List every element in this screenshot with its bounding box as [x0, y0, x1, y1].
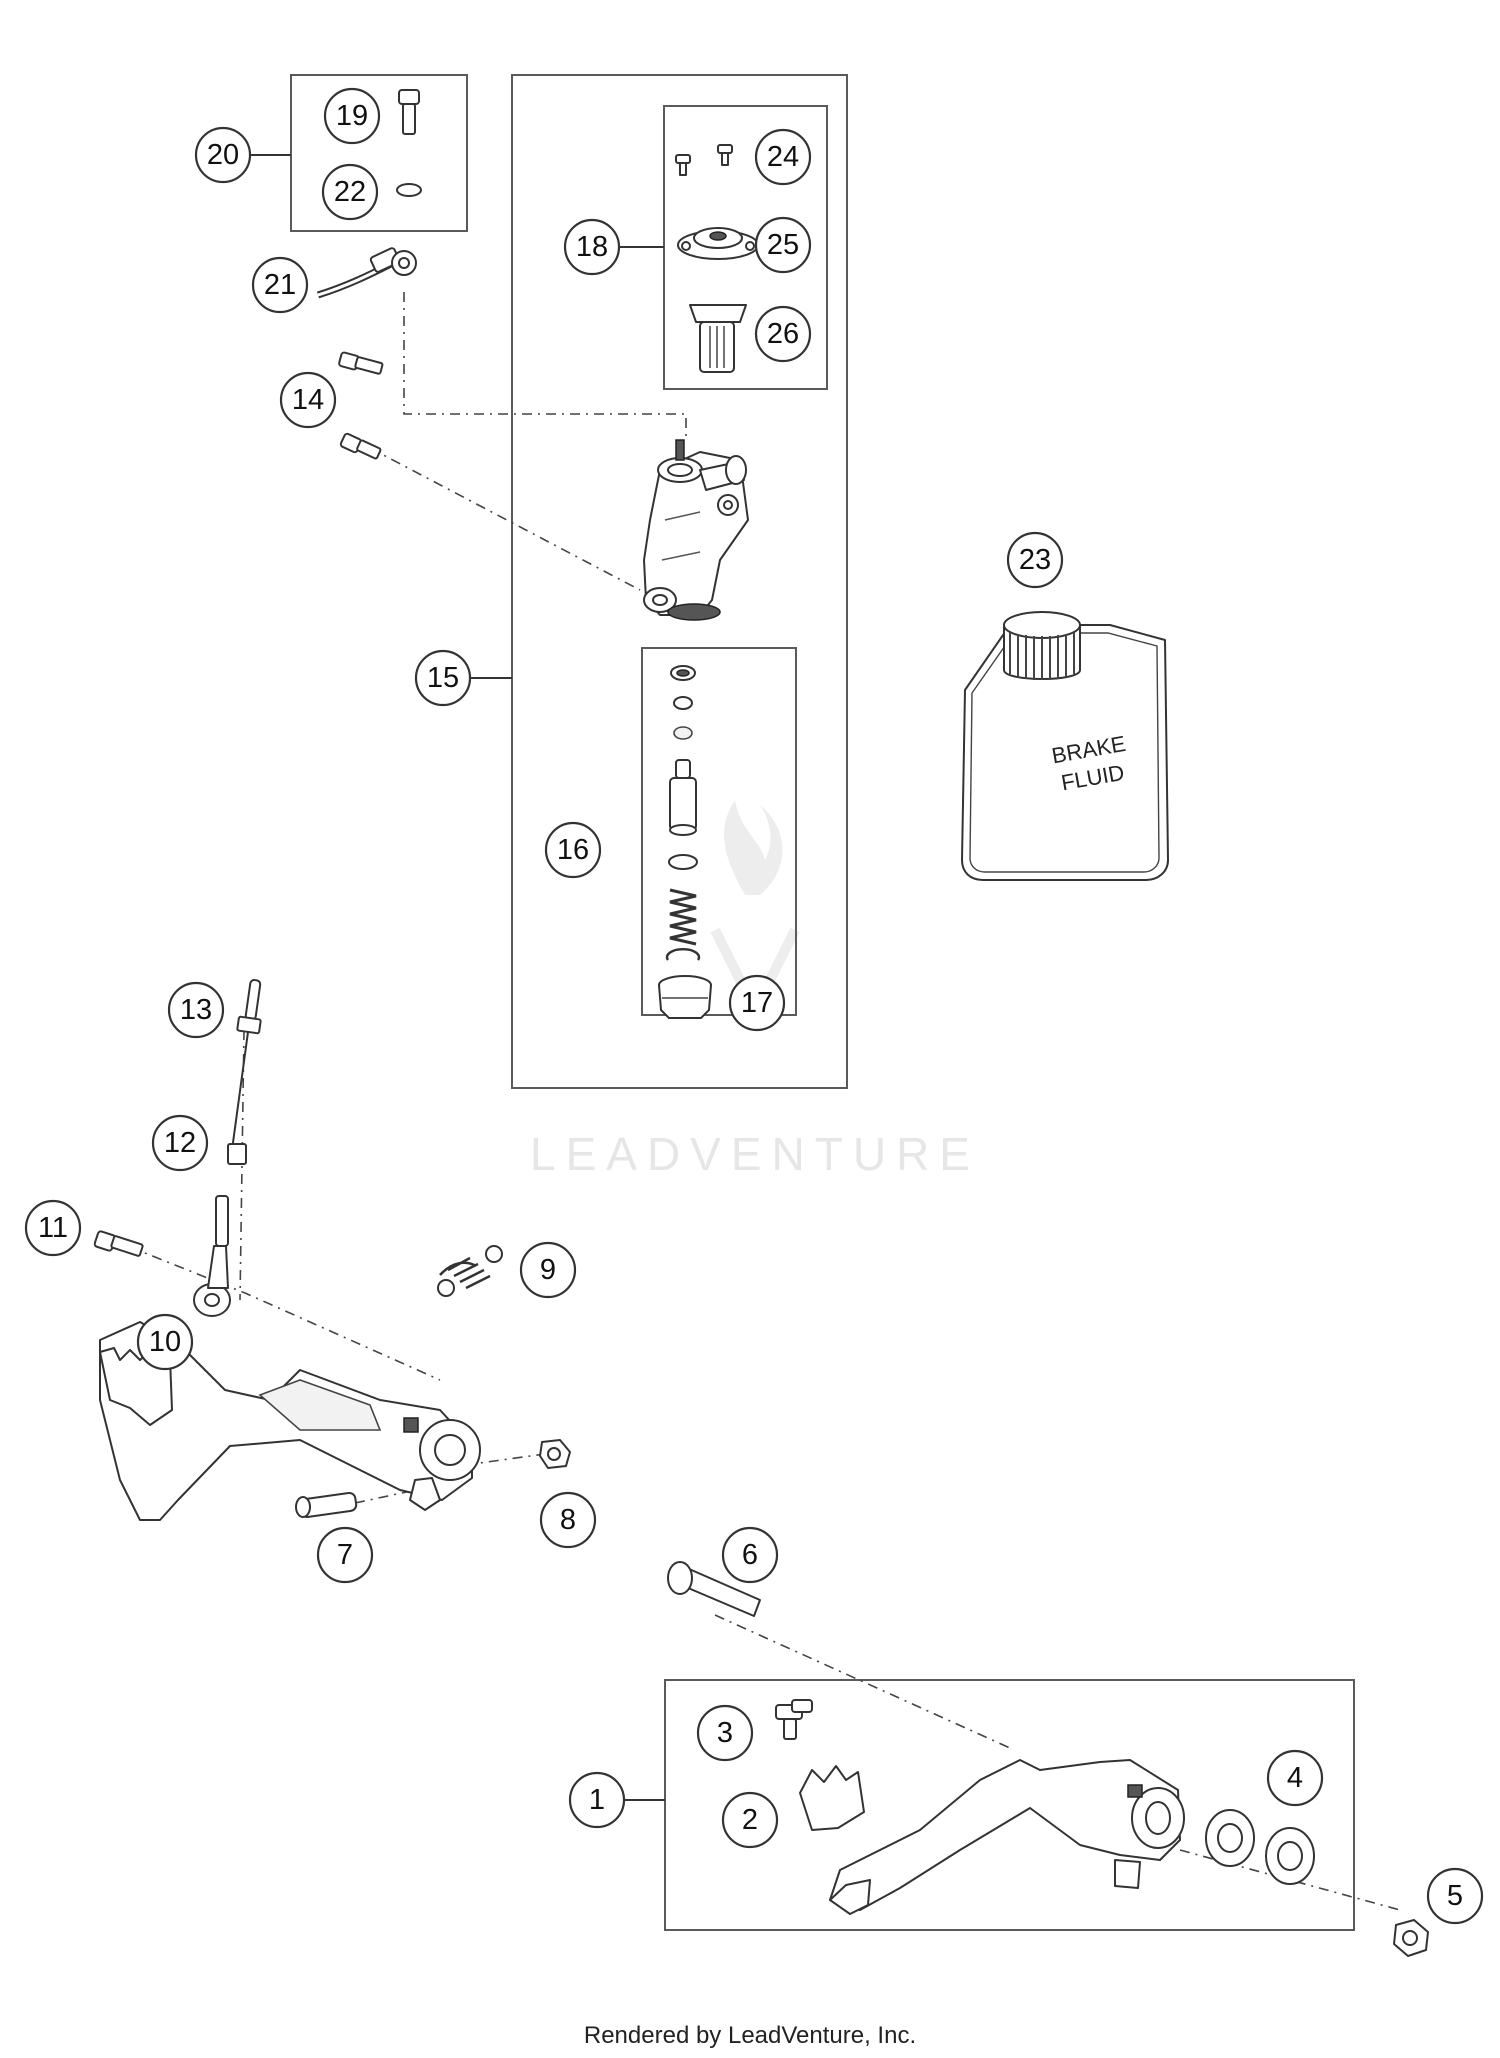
part-brake-hose-21 [316, 247, 417, 299]
callout-17[interactable]: 17 [728, 974, 786, 1032]
frame-16 [641, 647, 797, 1016]
part-piston-kit-16 [665, 665, 701, 961]
callout-5[interactable]: 5 [1426, 1867, 1484, 1925]
svg-text:8: 8 [560, 1504, 576, 1536]
svg-text:16: 16 [557, 834, 589, 866]
svg-text:10: 10 [149, 1326, 181, 1358]
frame-15 [511, 74, 848, 1089]
svg-text:18: 18 [576, 231, 608, 263]
svg-text:1: 1 [589, 1784, 605, 1816]
watermark: LEADVENTURE [530, 800, 980, 1180]
svg-text:6: 6 [742, 1539, 758, 1571]
callout-16[interactable]: 16 [544, 821, 602, 879]
part-pin-7 [295, 1491, 358, 1519]
callout-15[interactable]: 15 [414, 649, 472, 707]
svg-text:17: 17 [741, 987, 773, 1019]
svg-text:24: 24 [767, 141, 799, 173]
svg-text:21: 21 [264, 269, 296, 301]
svg-text:23: 23 [1019, 544, 1051, 576]
part-bolt-3 [775, 1699, 813, 1740]
part-reservoir-insert-26 [689, 304, 747, 373]
callout-18[interactable]: 18 [563, 218, 621, 276]
callout-20[interactable]: 20 [194, 126, 252, 184]
frame-1 [664, 1679, 1355, 1931]
callout-25[interactable]: 25 [754, 216, 812, 274]
part-bolt-14-a [338, 351, 384, 375]
part-brake-fluid-bottle-23: BRAKE FLUID [961, 611, 1169, 881]
svg-text:25: 25 [767, 229, 799, 261]
svg-text:3: 3 [717, 1717, 733, 1749]
part-bushing-4-a [1205, 1809, 1255, 1867]
svg-text:9: 9 [540, 1254, 556, 1286]
callout-4[interactable]: 4 [1266, 1749, 1324, 1807]
callout-11[interactable]: 11 [24, 1199, 82, 1257]
part-screw-24-b [717, 144, 733, 166]
part-washer-22 [396, 183, 422, 197]
callout-24[interactable]: 24 [754, 128, 812, 186]
part-footpeg-2 [799, 1765, 865, 1831]
svg-text:14: 14 [292, 384, 324, 416]
svg-text:15: 15 [427, 662, 459, 694]
watermark-text: LEADVENTURE [530, 1128, 980, 1180]
callout-23[interactable]: 23 [1006, 531, 1064, 589]
svg-text:2: 2 [742, 1804, 758, 1836]
part-screw-24-a [675, 154, 691, 176]
part-bolt-11 [93, 1230, 144, 1257]
callout-10[interactable]: 10 [136, 1313, 194, 1371]
part-pushrod-13 [231, 979, 262, 1151]
svg-text:20: 20 [207, 139, 239, 171]
frame-20 [290, 74, 468, 232]
callout-26[interactable]: 26 [754, 305, 812, 363]
callout-7[interactable]: 7 [316, 1526, 374, 1584]
footer-credit: Rendered by LeadVenture, Inc. [583, 2022, 917, 2049]
callout-12[interactable]: 12 [151, 1114, 209, 1172]
callout-14[interactable]: 14 [279, 371, 337, 429]
part-nut-5 [1393, 1919, 1429, 1957]
part-clevis-10 [193, 1195, 231, 1317]
callout-22[interactable]: 22 [321, 163, 379, 221]
callout-1[interactable]: 1 [568, 1771, 626, 1829]
part-brake-pedal-kit-1 [829, 1759, 1185, 1915]
callout-2[interactable]: 2 [721, 1791, 779, 1849]
part-master-cylinder [643, 439, 749, 621]
callout-9[interactable]: 9 [519, 1241, 577, 1299]
svg-text:12: 12 [164, 1127, 196, 1159]
part-brake-pedal [99, 1321, 481, 1521]
part-bushing-4-b [1265, 1827, 1315, 1885]
part-spring-9 [437, 1245, 503, 1297]
part-pivot-bolt-6 [667, 1561, 761, 1617]
part-reservoir-cap-25 [677, 227, 759, 260]
callout-8[interactable]: 8 [539, 1491, 597, 1549]
callout-3[interactable]: 3 [696, 1704, 754, 1762]
part-bolt-19 [398, 89, 420, 135]
svg-text:26: 26 [767, 318, 799, 350]
callout-13[interactable]: 13 [167, 981, 225, 1039]
svg-text:19: 19 [336, 100, 368, 132]
svg-text:7: 7 [337, 1539, 353, 1571]
part-nut-12 [227, 1143, 247, 1165]
svg-text:22: 22 [334, 176, 366, 208]
part-nut-8 [539, 1439, 571, 1469]
callout-6[interactable]: 6 [721, 1526, 779, 1584]
svg-text:11: 11 [38, 1212, 68, 1244]
svg-text:5: 5 [1447, 1880, 1463, 1912]
part-bolt-14-b [339, 432, 382, 460]
callout-19[interactable]: 19 [323, 87, 381, 145]
callout-21[interactable]: 21 [251, 256, 309, 314]
svg-text:4: 4 [1287, 1762, 1303, 1794]
svg-text:13: 13 [180, 994, 212, 1026]
part-boot-17 [658, 975, 712, 1019]
